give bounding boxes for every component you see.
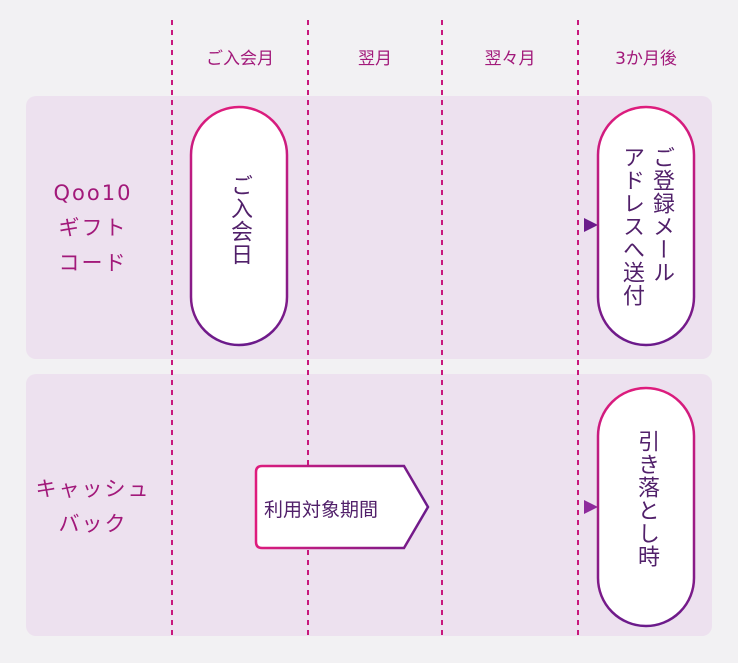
column-header-join-month: ご入会月: [206, 49, 274, 69]
node-send-email: [596, 105, 696, 347]
row-label-cashback: キャッシュ バック: [30, 472, 156, 542]
node-send-email-label: ご登録メール アドレスへ送付: [616, 146, 676, 307]
arrow-join-to-send: [286, 218, 598, 232]
row-label-line: コード: [58, 251, 128, 275]
row-label-gift-code: Qoo10 ギフト コード: [30, 176, 156, 281]
node-join-day-label: ご入会日: [227, 174, 252, 266]
row-label-line: Qoo10: [53, 181, 133, 205]
node-withdrawal-label: 引き落とし時: [634, 430, 659, 568]
node-send-email-line: アドレスへ送付: [619, 146, 644, 307]
node-period: [254, 464, 430, 550]
node-join-day: [189, 105, 289, 347]
arrow-period-to-withdrawal: [429, 500, 598, 514]
column-dividers: [171, 20, 579, 640]
column-header-next-month: 翌月: [358, 49, 392, 69]
row-label-line: キャッシュ: [35, 477, 151, 501]
row-label-line: バック: [58, 512, 128, 536]
row-label-line: ギフト: [58, 216, 128, 240]
column-header-month-after-next: 翌々月: [484, 49, 536, 69]
node-withdrawal: [596, 386, 696, 628]
node-period-label: 利用対象期間: [264, 499, 379, 521]
node-send-email-line: ご登録メール: [649, 146, 674, 284]
column-header-three-months-later: 3か月後: [615, 49, 677, 69]
